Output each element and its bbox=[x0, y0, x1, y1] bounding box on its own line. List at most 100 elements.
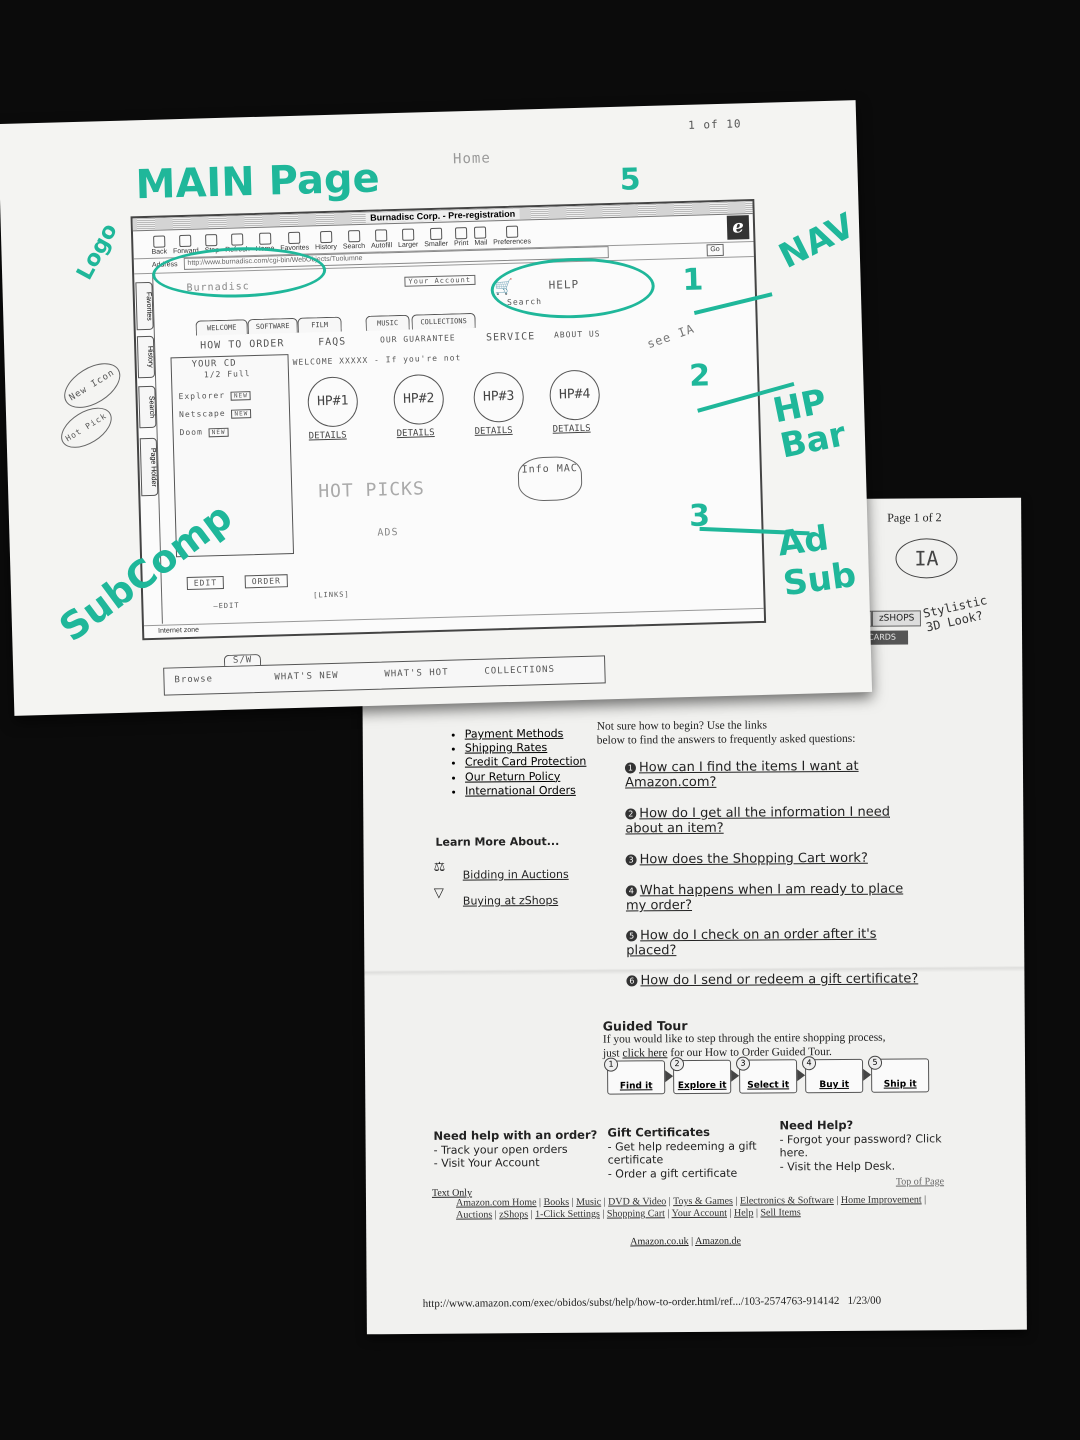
footer-link[interactable]: Electronics & Software bbox=[739, 1195, 834, 1207]
quick-link[interactable]: Credit Card Protection bbox=[465, 755, 587, 770]
tab-welcome[interactable]: WELCOME bbox=[195, 319, 248, 336]
autofill-button[interactable]: Autofill bbox=[370, 223, 392, 252]
guided-tour-link[interactable]: click here bbox=[622, 1047, 668, 1060]
bidding-link[interactable]: Bidding in Auctions bbox=[462, 867, 569, 882]
toolbar-label: Print bbox=[453, 240, 469, 248]
footer-link[interactable]: Your Account bbox=[671, 1207, 728, 1220]
order-button[interactable]: ORDER bbox=[244, 574, 289, 589]
details-link[interactable]: DETAILS bbox=[396, 428, 435, 440]
password-link[interactable]: - Forgot your password? Click here. bbox=[779, 1131, 942, 1160]
nav-browse[interactable]: Browse bbox=[174, 674, 214, 686]
details-link[interactable]: DETAILS bbox=[552, 423, 591, 435]
footer-link[interactable]: Home Improvement bbox=[840, 1194, 922, 1206]
print-button[interactable]: Print bbox=[453, 221, 469, 249]
nav-faqs[interactable]: FAQS bbox=[317, 336, 347, 349]
nav-service[interactable]: SERVICE bbox=[485, 331, 536, 344]
footer-link[interactable]: Shopping Cart bbox=[606, 1208, 665, 1220]
quick-link[interactable]: International Orders bbox=[465, 784, 587, 799]
smaller-button[interactable]: Smaller bbox=[424, 222, 449, 251]
footer-link[interactable]: Auctions bbox=[456, 1209, 493, 1221]
nav-collections[interactable]: COLLECTIONS bbox=[484, 664, 556, 677]
top-of-page-link[interactable]: Top of Page bbox=[895, 1176, 945, 1188]
footer-link[interactable]: Toys & Games bbox=[673, 1195, 733, 1208]
side-tab-history[interactable]: History bbox=[136, 335, 156, 379]
intl-link-uk[interactable]: Amazon.co.uk bbox=[630, 1236, 689, 1248]
cd-item[interactable]: Doom NEW bbox=[179, 427, 229, 438]
hp-promo-4[interactable]: HP#4 bbox=[549, 369, 601, 421]
need-help-block: Need Help? - Forgot your password? Click… bbox=[779, 1118, 959, 1173]
tab-film[interactable]: FILM bbox=[297, 316, 342, 333]
hp-promo-3[interactable]: HP#3 bbox=[473, 371, 525, 423]
footer-link[interactable]: 1-Click Settings bbox=[535, 1208, 600, 1221]
autofill-icon bbox=[375, 229, 388, 242]
nav-about-us[interactable]: ABOUT US bbox=[553, 329, 601, 340]
side-tab-favorites[interactable]: Favorites bbox=[135, 281, 154, 331]
step-label: Ship it bbox=[883, 1079, 917, 1090]
tab-software[interactable]: SOFTWARE bbox=[247, 317, 298, 335]
faq-question[interactable]: How do I get all the information I need … bbox=[625, 804, 891, 837]
footer-link[interactable]: Music bbox=[576, 1196, 602, 1208]
step-label: Select it bbox=[747, 1080, 790, 1091]
tab-zshops[interactable]: zSHOPS bbox=[871, 610, 922, 627]
preferences-button[interactable]: Preferences bbox=[493, 219, 532, 248]
edit-button[interactable]: EDIT bbox=[186, 575, 225, 590]
side-tab-page-holder[interactable]: Page Holder bbox=[139, 437, 159, 497]
info-mac-cloud[interactable]: Info MAC bbox=[517, 455, 583, 502]
tab-sw[interactable]: S/W bbox=[223, 653, 262, 666]
faq-question[interactable]: How do I send or redeem a gift certifica… bbox=[640, 971, 919, 989]
footer-link[interactable]: Sell Items bbox=[760, 1207, 801, 1219]
nav-whats-new[interactable]: WHAT'S NEW bbox=[274, 670, 339, 683]
footer-link[interactable]: zShops bbox=[499, 1209, 529, 1221]
your-account-link[interactable]: - Visit Your Account bbox=[433, 1156, 540, 1170]
nav-guarantee[interactable]: OUR GUARANTEE bbox=[379, 333, 456, 345]
tab-collections[interactable]: COLLECTIONS bbox=[411, 312, 476, 330]
search-button[interactable]: Search bbox=[342, 224, 365, 253]
larger-button[interactable]: Larger bbox=[397, 222, 418, 251]
footer-link[interactable]: DVD & Video bbox=[608, 1196, 667, 1208]
footer-link[interactable]: Books bbox=[543, 1196, 570, 1209]
track-orders-link[interactable]: - Track your open orders bbox=[433, 1142, 568, 1157]
order-gift-link[interactable]: - Order a gift certificate bbox=[607, 1166, 738, 1181]
faq-question[interactable]: How do I check on an order after it's pl… bbox=[626, 926, 877, 959]
zshops-link[interactable]: Buying at zShops bbox=[462, 893, 559, 908]
favorites-icon bbox=[288, 231, 301, 245]
side-tab-search[interactable]: Search bbox=[138, 385, 157, 429]
go-button[interactable]: Go bbox=[706, 243, 724, 257]
intl-link-de[interactable]: Amazon.de bbox=[695, 1235, 741, 1248]
quick-link[interactable]: Payment Methods bbox=[465, 727, 587, 742]
mail-button[interactable]: Mail bbox=[474, 220, 488, 248]
nav-how-to-order[interactable]: HOW TO ORDER bbox=[200, 338, 285, 352]
history-button[interactable]: History bbox=[315, 225, 338, 254]
your-account-button[interactable]: Your Account bbox=[404, 274, 476, 287]
redeem-gift-link[interactable]: - Get help redeeming a gift certificate bbox=[607, 1139, 757, 1167]
details-link[interactable]: DETAILS bbox=[308, 430, 347, 442]
quick-link[interactable]: Shipping Rates bbox=[465, 741, 587, 756]
new-badge: NEW bbox=[208, 427, 229, 438]
cd-item[interactable]: Netscape NEW bbox=[179, 408, 252, 419]
tab-music[interactable]: MUSIC bbox=[365, 314, 410, 331]
quick-link[interactable]: Our Return Policy bbox=[465, 769, 587, 784]
back-button[interactable]: Back bbox=[151, 229, 167, 257]
faq-question[interactable]: How does the Shopping Cart work? bbox=[639, 850, 868, 868]
hp-promo-1[interactable]: HP#1 bbox=[307, 376, 359, 428]
hp-promo-2[interactable]: HP#2 bbox=[393, 373, 445, 426]
faq-question[interactable]: What happens when I am ready to place my… bbox=[625, 881, 904, 914]
details-link[interactable]: DETAILS bbox=[474, 425, 513, 437]
cd-item[interactable]: Explorer NEW bbox=[178, 390, 251, 401]
help-desk-link[interactable]: - Visit the Help Desk. bbox=[779, 1159, 896, 1173]
footer-link[interactable]: Amazon.com Home bbox=[455, 1197, 537, 1209]
faq-question[interactable]: How can I find the items I want at Amazo… bbox=[625, 758, 859, 791]
nav-whats-hot[interactable]: WHAT'S HOT bbox=[384, 667, 449, 680]
footer-link[interactable]: Help bbox=[733, 1207, 754, 1219]
